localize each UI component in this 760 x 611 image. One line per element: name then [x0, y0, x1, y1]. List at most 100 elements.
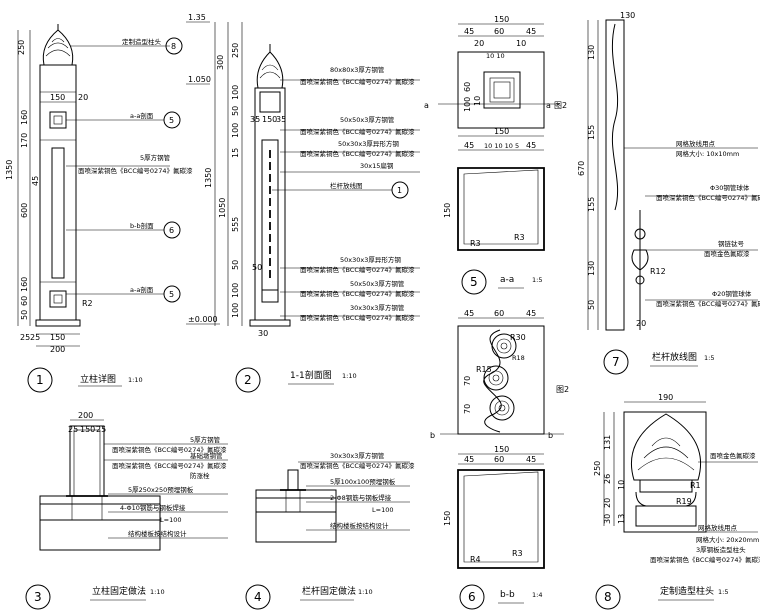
note-r6: 结构楼板按结构设计 [330, 521, 389, 530]
note-r2: 面喷深紫铜色《BCC编号0274》氟碳漆 [300, 461, 415, 470]
caption-title-3: 立柱固定做法 [92, 585, 146, 597]
badge-5a-num: 5 [169, 116, 174, 125]
dim-aa-s1010: 10 10 10 5 [484, 142, 519, 150]
note-fn3: 网格大小: 20x20mm [696, 535, 759, 544]
dim-aa-v60: 60 [463, 82, 472, 92]
dim-v100c: 100 [231, 283, 240, 298]
dim-rl-v130b: 130 [587, 261, 596, 276]
finial-grid [623, 411, 707, 533]
dim-rl-r12: R12 [650, 267, 666, 276]
dim-v100a: 100 [231, 85, 240, 100]
level-top: 1.35 [188, 13, 206, 22]
cut-a-left: a [424, 101, 429, 110]
dim-aa-t10: 10 [516, 39, 526, 48]
note-s10: 50x50x3厚方钢管 [350, 279, 405, 288]
dim-v50a: 50 [231, 106, 240, 116]
caption-scale-6: 1:4 [532, 591, 542, 599]
badge-5b-num: 5 [169, 290, 174, 299]
dim-a170: 170 [20, 133, 29, 148]
badge-8 [165, 37, 183, 55]
dim-w25: 25 [30, 333, 40, 342]
dim-bb-r3: R3 [512, 549, 523, 558]
bb-fig-ref: 图2 [556, 385, 569, 394]
bb-section [457, 469, 545, 569]
finial-bulb [630, 413, 702, 481]
dim-b160: 160 [20, 277, 29, 292]
dim-v555: 555 [231, 217, 240, 232]
dim-fix-25b: 25 [96, 425, 106, 434]
dim-fn-v26: 26 [603, 474, 612, 484]
dim-aa-t45b: 45 [526, 27, 536, 36]
dim-aa-sec150: 150 [494, 127, 509, 136]
dim-aa-top150: 150 [494, 15, 509, 24]
rail-post [287, 469, 299, 491]
caption-scale-3: 1:10 [150, 588, 165, 596]
plate-a-top [49, 111, 67, 129]
note-rl2: 网格大小: 10x10mm [676, 149, 739, 158]
dim-rl-v670: 670 [577, 161, 586, 176]
fix-column [69, 425, 105, 497]
note-tube: 5厚方钢管 [140, 153, 171, 162]
section-finial [256, 51, 284, 89]
dim-bb-v70a: 70 [463, 376, 472, 386]
dim-w200: 200 [50, 345, 65, 354]
note-f8: L=100 [160, 516, 181, 524]
dim-c50: 50 [20, 310, 29, 320]
dim-h150: 150 [262, 115, 277, 124]
note-r1: 30x30x3厚方钢管 [330, 451, 385, 460]
dim-aa-v10: 10 [473, 96, 482, 106]
dim-bb-r4: R4 [470, 555, 481, 564]
dim-rl-v155b: 155 [587, 197, 596, 212]
dim-fn-v131: 131 [603, 435, 612, 450]
dim-bb-t45b: 45 [526, 309, 536, 318]
note-sec-a2: a-a剖面 [130, 285, 154, 294]
note-s1: 80x80x3厚方钢管 [330, 65, 385, 74]
note-f9: 结构楼板按结构设计 [128, 529, 187, 538]
caption-scale-8: 1:5 [718, 588, 728, 596]
dim-h35b: 35 [276, 115, 286, 124]
railing-scroll [611, 23, 619, 211]
note-f3: 基础墩钢管 [190, 451, 223, 460]
dim-fn-w190: 190 [658, 393, 673, 402]
note-rl8: 面喷深紫铜色《BCC编号0274》氟碳漆 [656, 299, 760, 308]
note-s9: 面喷深紫铜色《BCC编号0274》氟碳漆 [300, 265, 415, 274]
note-s5: 50x30x3厚异形方钢 [338, 139, 399, 148]
ornament-panel [51, 147, 65, 279]
cut-a-right: a [546, 101, 551, 110]
dim-v50c: 50 [252, 263, 262, 272]
plate-a-bottom [49, 290, 67, 308]
dim-v300: 300 [216, 55, 225, 70]
caption-title-5: a-a [500, 275, 514, 285]
drawing-7-railing-layout: 130 130 670 155 155 130 50 20 R12 网格放线用点… [577, 11, 760, 375]
dim-aa-s45a: 45 [464, 141, 474, 150]
dim-a160: 160 [20, 110, 29, 125]
note-s12: 30x30x3厚方钢管 [350, 303, 405, 312]
caption-circle-6 [459, 584, 485, 610]
dim-aa-sv150: 150 [443, 203, 452, 218]
drawing-4-railing-fixing: 30x30x3厚方钢管 面喷深紫铜色《BCC编号0274》氟碳漆 5厚100x1… [245, 451, 415, 610]
badge-6-num: 6 [169, 226, 174, 235]
note-s4: 面喷深紫铜色《BCC编号0274》氟碳漆 [300, 127, 415, 136]
note-r5: L=100 [372, 506, 393, 514]
note-sec-a1: a-a剖面 [130, 111, 154, 120]
caption-scale-4: 1:10 [358, 588, 373, 596]
level-mid: 1.050 [188, 75, 211, 84]
dim-fn-v30: 30 [603, 514, 612, 524]
section-notes: 80x80x3厚方钢管 面喷深紫铜色《BCC编号0274》氟碳漆 50x50x3… [272, 65, 420, 322]
dim-v1350: 1350 [204, 168, 213, 188]
note-fn5: 面喷深紫铜色《BCC编号0274》氟碳漆 [650, 555, 760, 564]
note-rl1: 网格放线用点 [676, 139, 716, 148]
dim-fn-v20: 20 [603, 498, 612, 508]
badge-5b [163, 285, 181, 303]
cut-b-left: b [430, 431, 435, 440]
badge-6 [163, 221, 181, 239]
dim-rl-v50: 50 [587, 300, 596, 310]
caption-circle-2 [235, 367, 261, 393]
caption-circle-1 [27, 367, 53, 393]
note-f4: 面喷深紫铜色《BCC编号0274》氟碳漆 [112, 461, 227, 470]
detail-label: 栏杆放线图 [330, 181, 363, 190]
dim-fn-v250: 250 [593, 461, 602, 476]
caption-circle-5 [461, 269, 487, 295]
note-rl7: Φ20钢管球体 [712, 289, 752, 298]
